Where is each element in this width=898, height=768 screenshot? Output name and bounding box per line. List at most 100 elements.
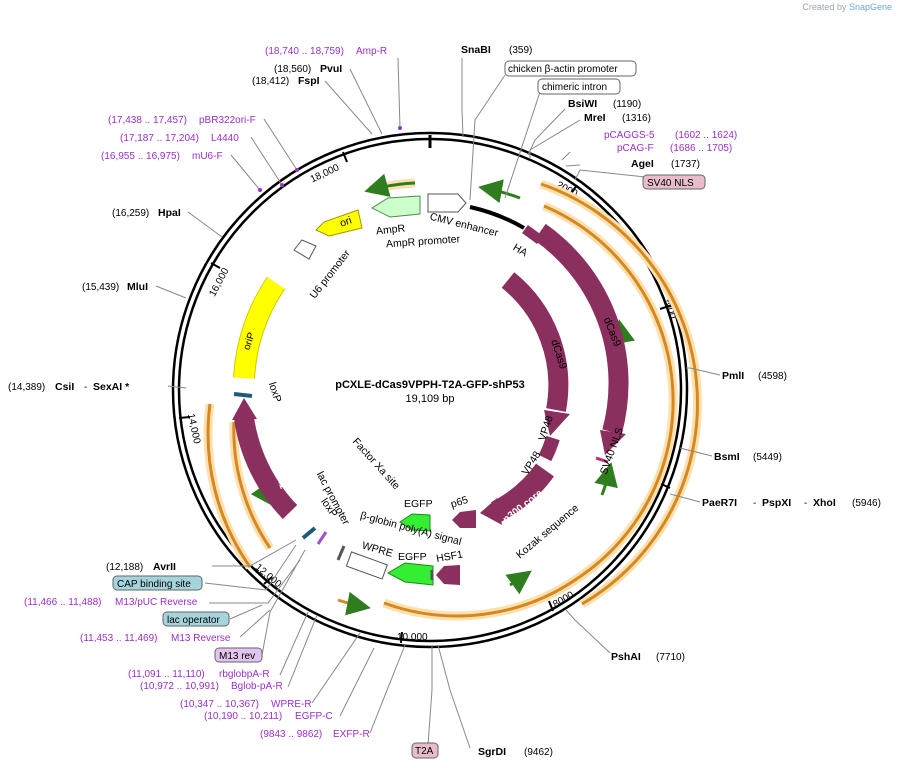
site-paer7i-sep1: - — [753, 498, 756, 509]
backbone-outer — [171, 131, 689, 649]
site-mrei: MreI — [584, 112, 606, 124]
site-pmli-pos: (4598) — [758, 371, 787, 382]
box-cap-binding — [112, 575, 203, 591]
primer-bglob: Bglob-pA-R — [231, 681, 283, 692]
dcas9-inner-arc — [501, 272, 569, 412]
credit-prefix: Created by — [802, 2, 847, 12]
dcas9-inner-head — [544, 410, 570, 436]
site-csii-sep: - — [84, 382, 87, 393]
site-bsiwi: BsiWI — [568, 98, 597, 110]
m13-rev-label: M13 rev — [219, 651, 255, 662]
factor-xa-mark — [336, 545, 346, 561]
box-t2a — [411, 742, 439, 759]
vp48-arcs — [538, 435, 560, 462]
tick-14000: 14,000 — [185, 413, 202, 446]
primer-pcag-range: (1686 .. 1705) — [670, 143, 732, 154]
loxp-mark-1 — [233, 392, 253, 398]
site-agei: AgeI — [631, 158, 654, 170]
cba-promoter-label: chicken β-actin promoter — [508, 64, 618, 75]
egfp-label-2: EGFP — [398, 551, 427, 563]
site-pspxi: PspXI — [762, 497, 791, 509]
box-sv40-nls — [642, 174, 706, 190]
tick-16000: 16,000 — [207, 266, 231, 299]
hsf1-arrow — [436, 565, 460, 585]
site-snabi: SnaBI — [461, 44, 491, 56]
primer-exfp: EXFP-R — [333, 729, 370, 740]
primer-pbr: pBR322ori-F — [199, 115, 256, 126]
site-sexai: SexAI * — [93, 381, 130, 393]
site-mrei-pos: (1316) — [622, 113, 651, 124]
ampr-promoter — [427, 193, 467, 213]
site-pshai: PshAI — [611, 651, 641, 663]
primer-l4440-range: (17,187 .. 17,204) — [120, 133, 199, 144]
site-hpai-pos: (16,259) — [112, 208, 149, 219]
ampr-label: AmpR — [375, 222, 406, 237]
box-chimeric-intron — [537, 78, 621, 95]
lac-operator-label: lac operator — [167, 615, 220, 626]
primer-m13rev-range: (11,453 .. 11,469) — [80, 633, 157, 644]
orip-label: oriP — [242, 331, 258, 352]
site-snabi-pos: (359) — [509, 45, 532, 56]
primer-egfpc-range: (10,190 .. 10,211) — [204, 711, 282, 722]
site-avrii-pos: (12,188) — [106, 562, 143, 573]
primer-pcag: pCAG-F — [617, 143, 654, 154]
tick-10000: 10,000 — [397, 632, 428, 643]
site-avrii: AvrII — [153, 561, 176, 573]
ha-label: HA — [511, 242, 530, 260]
snapgene-credit: Created by SnapGene — [802, 2, 892, 12]
primer-pcaggs: pCAGGS-5 — [604, 130, 655, 141]
site-agei-pos: (1737) — [671, 159, 700, 170]
site-sgrdi-pos: (9462) — [524, 747, 553, 758]
site-csii-pos: (14,389) — [8, 382, 45, 393]
wpre-box — [345, 551, 388, 580]
p65-arrow — [452, 510, 476, 528]
site-bsmi-pos: (5449) — [753, 452, 782, 463]
site-pshai-pos: (7710) — [656, 652, 685, 663]
site-pvui: PvuI — [320, 63, 342, 75]
site-mlui: MluI — [127, 281, 148, 293]
t2a-label: T2A — [415, 746, 434, 757]
site-fspi-pos: (18,412) — [252, 76, 289, 87]
u6-arrow — [293, 239, 317, 260]
cmv-enhancer-bar — [469, 205, 526, 230]
hsf1-label: HSF1 — [435, 548, 464, 565]
loxp-label-1: loxP — [266, 381, 284, 404]
site-sgrdi: SgrDI — [478, 746, 506, 758]
site-hpai: HpaI — [158, 207, 181, 219]
site-xhoi: XhoI — [813, 497, 836, 509]
primer-ampr-range: (18,740 .. 18,759) — [265, 46, 344, 57]
egfp-label-1: EGFP — [404, 498, 433, 510]
primer-mu6-range: (16,955 .. 16,975) — [101, 151, 180, 162]
lac-promoter-label: lac promoter — [314, 470, 352, 528]
egfp-arrow-2 — [386, 562, 434, 586]
primer-ampr: Amp-R — [356, 46, 387, 57]
primer-m13rev: M13 Reverse — [171, 633, 231, 644]
ampr-arrow — [370, 195, 421, 218]
site-csii: CsiI — [55, 381, 74, 393]
primer-rbglob-range: (11,091 .. 11,110) — [128, 669, 205, 680]
site-pae-pos: (5946) — [852, 498, 881, 509]
sv40-nls-label: SV40 NLS — [647, 178, 694, 189]
site-pmli: PmlI — [722, 370, 744, 382]
primer-exfp-range: (9843 .. 9862) — [260, 729, 322, 740]
dcas9-outer-arc — [534, 223, 629, 435]
site-fspi: FspI — [298, 75, 320, 87]
primer-pbr-range: (17,438 .. 17,457) — [108, 115, 187, 126]
site-bsiwi-pos: (1190) — [613, 99, 641, 110]
primer-wpre: WPRE-R — [271, 699, 312, 710]
p65-label: p65 — [449, 494, 470, 511]
box-m13-rev — [214, 647, 263, 663]
primer-bglob-range: (10,972 .. 10,991) — [140, 681, 219, 692]
primer-pcaggs-range: (1602 .. 1624) — [675, 130, 737, 141]
cap-binding-label: CAP binding site — [117, 579, 191, 590]
ori-arrow — [315, 209, 363, 237]
box-cba-promoter — [504, 60, 637, 77]
ebna1-arc — [234, 416, 298, 519]
loxp-mark-2 — [301, 526, 317, 540]
chimeric-intron-label: chimeric intron — [542, 82, 607, 93]
primer-l4440: L4440 — [211, 133, 239, 144]
site-paer7i: PaeR7I — [702, 497, 737, 509]
leader-lines — [155, 57, 721, 749]
u6-label: U6 promoter — [307, 247, 353, 301]
